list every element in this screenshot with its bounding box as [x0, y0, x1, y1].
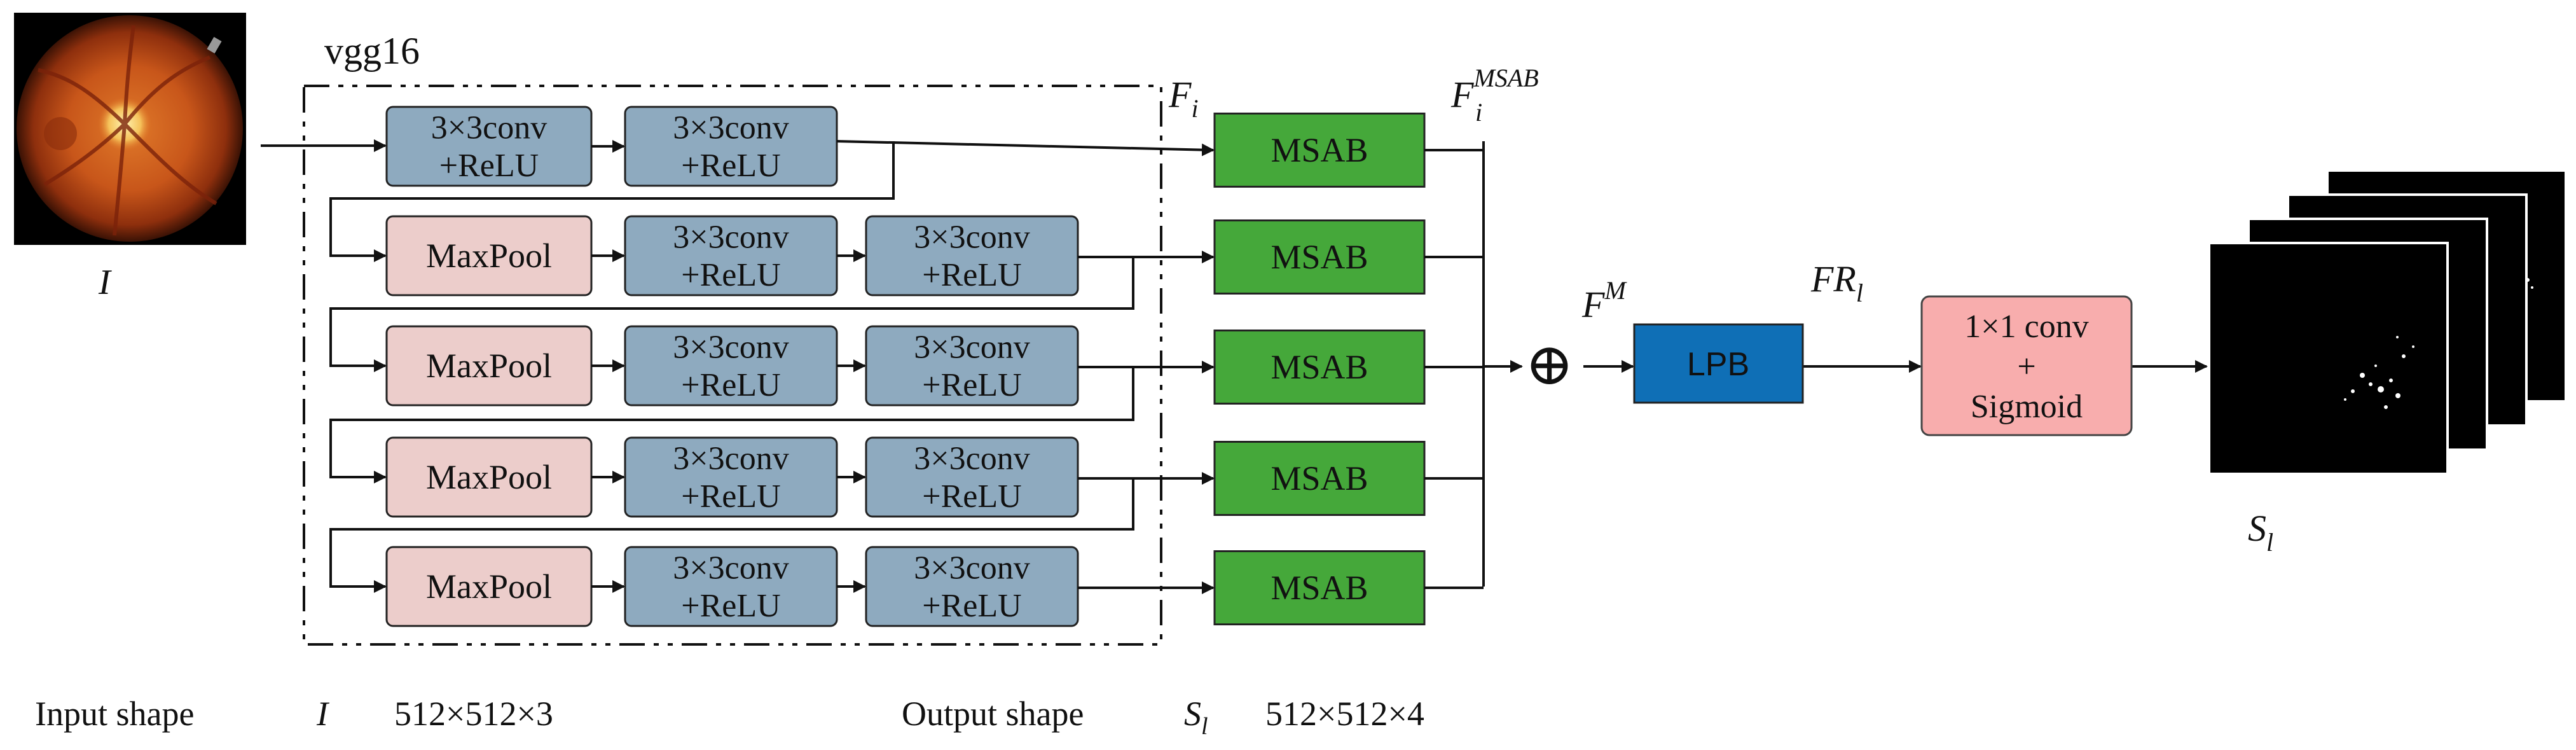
merged-feature-label: FM [1581, 276, 1627, 325]
sum-node: ⊕ [1525, 332, 1574, 397]
stage-4-maxpool: MaxPool [385, 436, 593, 518]
msab-2-label: MSAB [1271, 238, 1368, 276]
stage-2-conv-a-line2: +ReLU [681, 257, 780, 293]
stage-5-conv-b: 3×3conv+ReLU [865, 546, 1079, 627]
conv-sigmoid-head: 1×1 conv + Sigmoid [1920, 295, 2133, 436]
stage-1-conv-a-line2: +ReLU [439, 148, 539, 184]
output-shape-title: Output shape [902, 695, 1084, 733]
stage-4-maxpool-label: MaxPool [426, 458, 552, 496]
stage-3-conv-b-line2: +ReLU [922, 367, 1021, 403]
stage-4-conv-b-line1: 3×3conv [914, 441, 1030, 477]
msab-5: MSAB [1213, 550, 1426, 625]
stage-5-maxpool-label: MaxPool [426, 567, 552, 606]
stage-2-maxpool-label: MaxPool [426, 237, 552, 275]
input-shape-value: 512×512×3 [394, 695, 553, 733]
stage-2-conv-b-line2: +ReLU [922, 257, 1021, 293]
lpb-output-label: FRl [1810, 258, 1863, 307]
head-line3: Sigmoid [1971, 389, 2083, 425]
vgg16-group: vgg16 [303, 30, 1162, 646]
stage-1-conv-b: 3×3conv+ReLU [624, 106, 838, 187]
msab-5-label: MSAB [1271, 569, 1368, 607]
footer: Input shape I 512×512×3 Output shape Sl … [35, 695, 1424, 740]
stage-4-conv-b-line2: +ReLU [922, 478, 1021, 515]
lpb-label: LPB [1687, 346, 1749, 383]
stage-4-conv-a: 3×3conv+ReLU [624, 436, 838, 518]
feature-label: Fi [1168, 74, 1199, 123]
msab-4: MSAB [1213, 441, 1426, 516]
stage-3-conv-a-line2: +ReLU [681, 367, 780, 403]
stage-5-conv-a: 3×3conv+ReLU [624, 546, 838, 627]
stage-5-conv-a-line2: +ReLU [681, 588, 780, 624]
stage-2-maxpool: MaxPool [385, 215, 593, 296]
input-symbol: I [98, 263, 112, 302]
head-line2: + [2017, 349, 2035, 385]
msab-output-sub: i [1475, 98, 1482, 127]
stage-3-conv-b: 3×3conv+ReLU [865, 325, 1079, 406]
msab-3: MSAB [1213, 330, 1426, 405]
stage-1-conv-a: 3×3conv+ReLU [385, 106, 593, 187]
stage-4-conv-b: 3×3conv+ReLU [865, 436, 1079, 518]
stage-2-conv-a-line1: 3×3conv [673, 219, 789, 256]
msab-2: MSAB [1213, 219, 1426, 295]
vgg16-label: vgg16 [324, 30, 420, 72]
stage-1-conv-b-line2: +ReLU [681, 148, 780, 184]
sum-symbol: ⊕ [1525, 332, 1574, 397]
msab-3-label: MSAB [1271, 348, 1368, 386]
input-shape-title: Input shape [35, 695, 194, 733]
msab-4-label: MSAB [1271, 459, 1368, 497]
output-shape-symbol: Sl [1184, 695, 1208, 740]
head-line1: 1×1 conv [1964, 309, 2088, 345]
stage-4-conv-a-line1: 3×3conv [673, 441, 789, 477]
input-fundus-image [14, 13, 246, 245]
connectors [261, 139, 2208, 594]
stage-3-maxpool-label: MaxPool [426, 347, 552, 385]
stage-5-conv-b-line1: 3×3conv [914, 550, 1030, 587]
stage-3-conv-b-line1: 3×3conv [914, 330, 1030, 366]
stage-2-conv-b-line1: 3×3conv [914, 219, 1030, 256]
stage-1-conv-a-line1: 3×3conv [431, 110, 547, 146]
msab-1-label: MSAB [1271, 131, 1368, 169]
stage-3-maxpool: MaxPool [385, 325, 593, 406]
output-shape-value: 512×512×4 [1265, 695, 1424, 733]
stage-2-conv-a: 3×3conv+ReLU [624, 215, 838, 296]
output-symbol: Sl [2248, 508, 2273, 557]
stage-5-conv-b-line2: +ReLU [922, 588, 1021, 624]
lpb-block: LPB [1633, 323, 1804, 404]
msab-output-label: FMSAB [1450, 64, 1539, 115]
msab-1: MSAB [1213, 113, 1426, 188]
stage-5-conv-a-line1: 3×3conv [673, 550, 789, 587]
input-shape-symbol: I [316, 695, 330, 733]
output-segmentation-maps [2208, 169, 2567, 475]
stage-1-conv-b-line1: 3×3conv [673, 110, 789, 146]
stage-2-conv-b: 3×3conv+ReLU [865, 215, 1079, 296]
stage-3-conv-a: 3×3conv+ReLU [624, 325, 838, 406]
stage-5-maxpool: MaxPool [385, 546, 593, 627]
stage-3-conv-a-line1: 3×3conv [673, 330, 789, 366]
stage-4-conv-a-line2: +ReLU [681, 478, 780, 515]
